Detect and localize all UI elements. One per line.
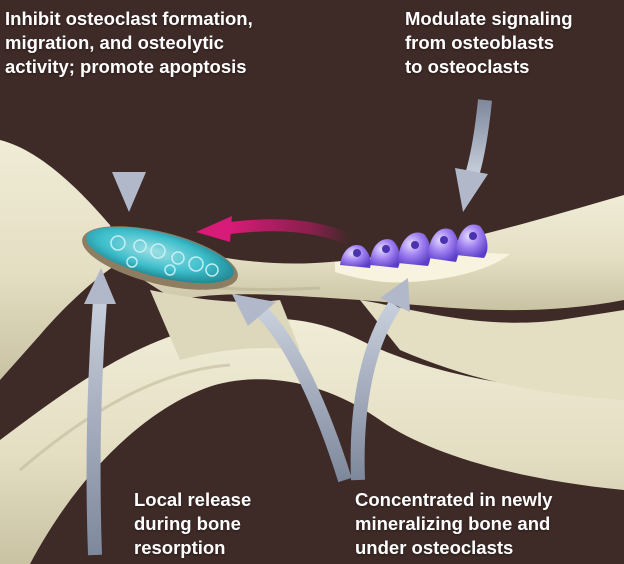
signal-arrow [196, 216, 356, 246]
label-line: activity; promote apoptosis [5, 56, 247, 77]
label-line: resorption [134, 537, 226, 558]
pointer-arrow-bottom-right [350, 278, 410, 481]
label-local-release: Local release during bone resorption [134, 488, 251, 560]
label-line: Concentrated in newly [355, 489, 553, 510]
label-line: to osteoclasts [405, 56, 530, 77]
label-inhibit-osteoclast: Inhibit osteoclast formation, migration,… [5, 7, 253, 79]
osteoclast-cell [86, 226, 234, 284]
pointer-arrow-bottom-middle [232, 294, 352, 483]
label-line: Modulate signaling [405, 8, 573, 29]
label-line: mineralizing bone and [355, 513, 551, 534]
label-line: Inhibit osteoclast formation, [5, 8, 253, 29]
label-concentrated: Concentrated in newly mineralizing bone … [355, 488, 552, 560]
label-line: Local release [134, 489, 252, 510]
bone-shadow-lower [19, 363, 231, 472]
label-line: from osteoblasts [405, 32, 555, 53]
pointer-arrow-top-right [455, 99, 492, 212]
label-modulate-signaling: Modulate signaling from osteoblasts to o… [405, 7, 573, 79]
label-line: migration, and osteolytic [5, 32, 224, 53]
label-line: under osteoclasts [355, 537, 514, 558]
osteoblast-cells [340, 224, 488, 268]
pointer-arrow-bottom-left [84, 268, 116, 556]
pointer-arrow-top-left [112, 98, 146, 212]
label-line: during bone [134, 513, 241, 534]
